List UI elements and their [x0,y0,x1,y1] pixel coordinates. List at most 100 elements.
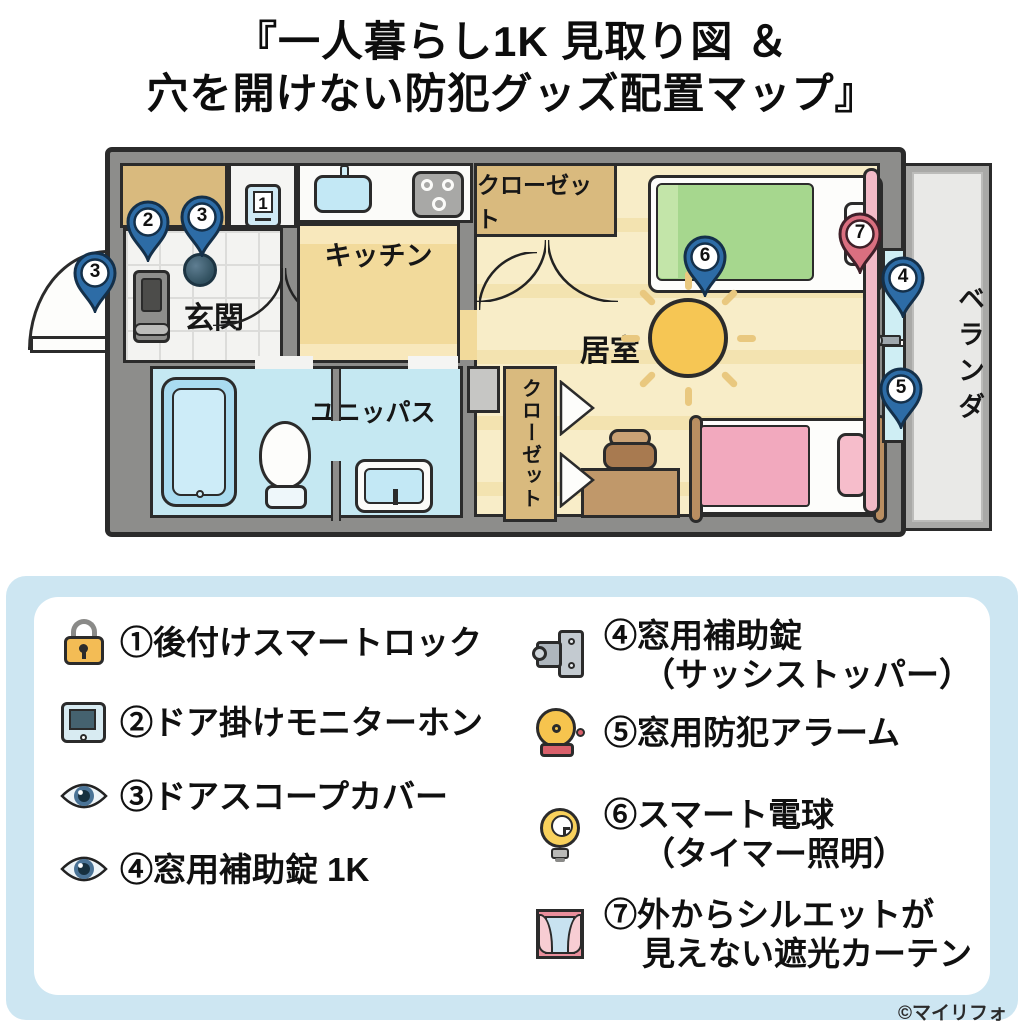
eye-icon [60,845,108,893]
entrance-door-arc [213,268,283,326]
eye-icon [60,772,108,820]
kitchen-sink [314,175,372,213]
map-pin-3-exterior: 3 [72,251,118,313]
washer-space [467,366,500,413]
closet-fold-door [559,452,595,508]
room-label-veranda: ベランダ [954,284,984,428]
legend-item-scope-cover: ③ドアスコープカバー [60,772,448,820]
entrance-door-strip: 1 [228,163,297,228]
pin-number: 2 [142,210,154,231]
legend-item-monitor-phone: ②ドア掛けモニターホン [60,698,483,746]
room-label-unit-bath: ユニッパス [310,399,436,427]
door-swing-arc [479,252,537,310]
door-handle [134,323,170,336]
bulb-timer-icon [534,808,586,862]
smart-lock-badge: 1 [245,184,281,228]
room-label-entrance: 玄関 [184,302,244,335]
pin-number: 5 [895,377,907,398]
map-pin-7-curtain: 7 [837,212,883,274]
entrance-area: 玄関 [123,228,283,363]
legend-label: ⑥スマート電球 [604,796,835,833]
closet-top: クローゼット [474,163,617,237]
map-pin-5-window-alarm: 5 [878,367,924,429]
page-title: 『一人暮らし1K 見取り図 ＆ 穴を開けない防犯グッズ配置マップ』 [0,16,1024,120]
legend-label: ⑦外からシルエットが [604,896,934,933]
wash-basin-tap [393,489,398,505]
unit-bath-area: ユニッパス [150,366,463,521]
smart-lock-badge-number: 1 [253,191,273,213]
smart-bulb-light-icon [648,298,728,378]
bathtub-drain [196,490,204,498]
bath-divider-wall [331,369,341,421]
legend-label-line2: （サッシストッパー） [642,656,972,693]
chair-seat [603,442,657,470]
hallway-opening [460,310,477,360]
toilet [259,421,311,489]
entrance-door-leaf [30,336,108,353]
closet-fold-door [559,380,595,436]
room-label-closet-top: クローゼット [477,172,592,232]
closet-door-arc [548,240,618,302]
map-pin-6-smart-bulb: 6 [682,235,728,297]
wash-basin [355,459,433,513]
smart-lock-screen [141,278,162,312]
legend-label: ①後付けスマートロック [120,623,483,661]
curtain-icon [534,908,586,960]
legend-item-window-alarm: ⑤窓用防犯アラーム [534,706,900,758]
bath-door-opening [255,356,313,369]
monitor-icon [60,698,108,746]
legend-label-line2: （タイマー照明） [642,835,906,872]
toilet-base [265,485,307,509]
veranda-area: ベランダ [903,163,992,531]
map-pin-2-smart-lock: 2 [125,200,171,262]
kitchen-counter [297,163,473,223]
legend-label: ④窓用補助錠 [604,617,802,654]
legend-label: ⑤窓用防犯アラーム [604,713,901,751]
closet-bottom: クローゼット [503,366,557,522]
pin-number: 3 [196,205,208,226]
legend-panel [34,597,990,995]
door-scope-icon [183,253,217,287]
pin-number: 6 [699,245,711,266]
page-title-line1: 『一人暮らし1K 見取り図 ＆ [234,18,790,65]
pin-number: 4 [897,266,909,287]
legend-label: ②ドア掛けモニターホン [120,703,483,741]
room-label-kitchen: キッチン [324,241,433,271]
stove-burner [432,197,446,211]
map-pin-4-window-lock: 4 [880,256,926,318]
legend-item-sash-stopper: ④窓用補助錠 （サッシストッパー） [532,616,972,694]
bath-divider-wall [331,461,341,521]
legend-label-line2: 見えない遮光カーテン [642,935,972,972]
kitchen-stove [412,171,464,218]
legend-item-window-lock-1k: ④窓用補助錠 1K [60,845,369,893]
bathtub [161,377,237,507]
stove-burner [442,179,454,191]
closet-door-arc [476,240,546,302]
legend-label: ③ドアスコープカバー [120,777,449,815]
stove-burner [421,179,433,191]
sash-stopper-icon [532,629,586,681]
bathtub-inner [172,388,226,496]
padlock-icon [60,618,108,666]
page-title-line2: 穴を開けない防犯グッズ配置マップ』 [146,70,878,117]
room-label-living: 居室 [580,335,640,368]
bed-pink-blanket [700,425,810,507]
veranda-floor [912,172,983,522]
map-pin-3-door-scope: 3 [179,195,225,257]
bed-green-stripe [658,185,678,278]
desk [581,468,680,518]
alarm-bell-icon [534,706,586,758]
legend-label: ④窓用補助錠 1K [120,850,370,888]
smart-lock-device [133,270,170,343]
room-label-closet-bottom: クローゼット [518,378,541,510]
bath-door-opening [408,356,458,369]
kitchen-area: キッチン [297,223,460,363]
smart-lock-badge-underline [255,218,271,221]
legend-item-blackout-curtain: ⑦外からシルエットが 見えない遮光カーテン [534,895,972,973]
pin-number: 7 [854,222,866,243]
legend-item-smart-bulb: ⑥スマート電球 （タイマー照明） [534,795,906,873]
pin-number: 3 [89,261,101,282]
bed-pink [689,415,887,523]
floor-plan: 1 居室 [105,147,906,537]
copyright-text: ©マイリフォ [898,1003,1007,1024]
